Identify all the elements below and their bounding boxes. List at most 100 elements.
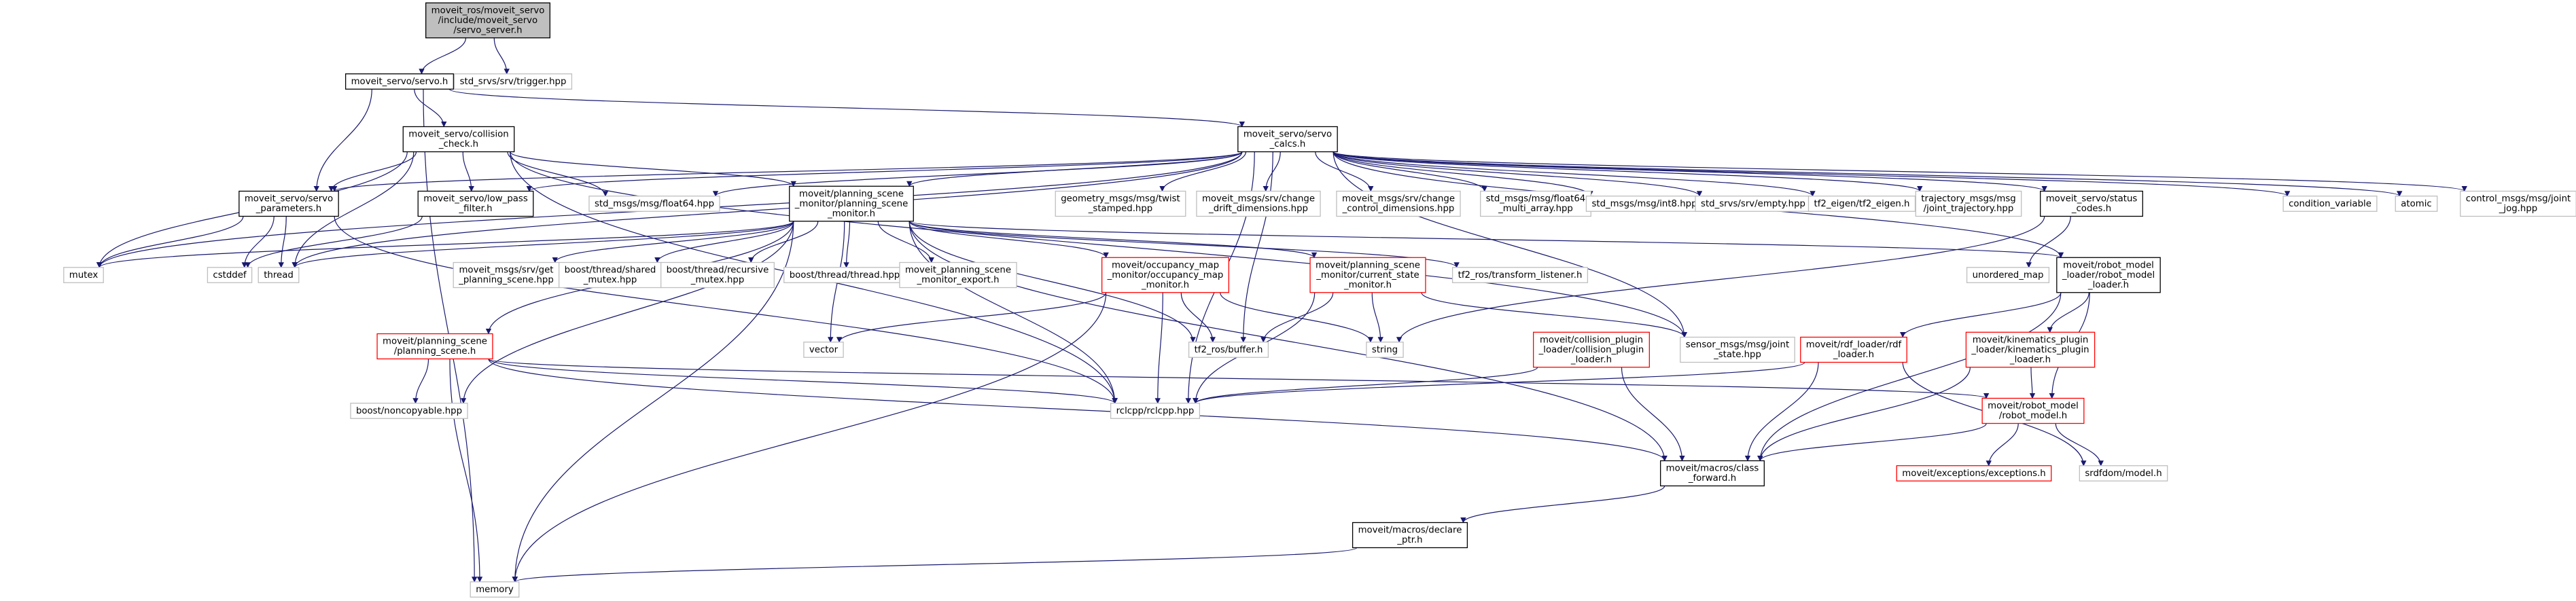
edge-collision-to-thread xyxy=(292,151,414,268)
edge-calcs-to-condvar xyxy=(1333,151,2290,197)
node-box xyxy=(899,261,1017,289)
edge-robotmodel-to-exceptions xyxy=(1986,423,2019,467)
node-label: _monitor/current_state xyxy=(1316,270,1419,280)
node-label: _monitor/planning_scene xyxy=(794,199,908,209)
node-rclcpp: rclcpp/rclcpp.hpp xyxy=(1110,403,1201,419)
node-box xyxy=(425,2,550,39)
node-label: _loader/robot_model xyxy=(2062,270,2155,280)
edges-layer xyxy=(96,37,2467,583)
edge-psm-to-bthread xyxy=(843,221,851,268)
node-box xyxy=(63,267,104,283)
edge-psm-to-tf2buffer xyxy=(908,221,1196,343)
edge-rmloader-to-classfwd xyxy=(1757,292,2062,462)
node-recmutex: boost/thread/recursive_mutex.hpp xyxy=(660,261,775,289)
node-label: _monitor/occupancy_map xyxy=(1107,270,1224,280)
node-mutex: mutex xyxy=(63,267,104,283)
node-label: moveit_servo/servo xyxy=(245,194,333,204)
node-label: srdfdom/model.h xyxy=(2085,469,2162,479)
edge-calcs-to-empty xyxy=(1333,151,1703,197)
node-label: _check.h xyxy=(438,139,478,149)
node-root[interactable]: moveit_ros/moveit_servo/include/moveit_s… xyxy=(425,2,550,39)
node-kinplugin[interactable]: moveit/kinematics_plugin_loader/kinemati… xyxy=(1965,331,2096,368)
edge-params-to-rclcpp xyxy=(334,216,1118,404)
node-label: _jog.hpp xyxy=(2499,204,2537,214)
edge-collision-to-params xyxy=(328,151,417,192)
edge-calcs-to-jointjog xyxy=(1333,151,2467,192)
node-memory: memory xyxy=(470,581,520,598)
node-box xyxy=(1366,342,1404,358)
node-box xyxy=(1981,397,2085,424)
edge-collision-to-float64 xyxy=(507,151,609,197)
node-box xyxy=(1309,257,1426,293)
edge-params-to-thread xyxy=(278,216,287,268)
node-box xyxy=(207,267,253,283)
node-status[interactable]: moveit_servo/status_codes.h xyxy=(2040,190,2143,217)
node-label: _ptr.h xyxy=(1396,535,1422,545)
node-box xyxy=(1660,460,1765,487)
node-label: moveit_msgs/srv/change xyxy=(1342,194,1455,204)
node-rmloader[interactable]: moveit/robot_model_loader/robot_model_lo… xyxy=(2056,257,2161,293)
node-box xyxy=(1110,403,1201,419)
node-box xyxy=(803,342,844,358)
node-colplugin[interactable]: moveit/collision_plugin_loader/collision… xyxy=(1533,331,1650,368)
node-label: _planning_scene.hpp xyxy=(458,275,554,285)
node-label: boost/thread/recursive xyxy=(667,266,769,276)
node-label: sensor_msgs/msg/joint xyxy=(1686,340,1789,350)
node-label: _monitor_export.h xyxy=(916,275,999,285)
node-label: mutex xyxy=(69,270,99,280)
node-label: boost/thread/thread.hpp xyxy=(790,270,900,280)
node-ps[interactable]: moveit/planning_scene/planning_scene.h xyxy=(376,333,493,360)
node-label: _drift_dimensions.hpp xyxy=(1208,204,1308,214)
node-collision[interactable]: moveit_servo/collision_check.h xyxy=(402,126,515,153)
edge-psm-to-recmutex xyxy=(748,221,819,263)
node-trigger: std_srvs/srv/trigger.hpp xyxy=(453,73,573,90)
node-label: _forward.h xyxy=(1688,473,1736,484)
node-label: control_msgs/msg/joint xyxy=(2466,194,2571,204)
node-label: /planning_scene.h xyxy=(394,346,476,357)
node-label: _loader.h xyxy=(2009,354,2051,365)
node-int8: std_msgs/msg/int8.hpp xyxy=(1585,196,1704,212)
node-tf2eigen: tf2_eigen/tf2_eigen.h xyxy=(1807,196,1916,212)
node-label: _codes.h xyxy=(2071,204,2111,214)
node-classfwd[interactable]: moveit/macros/class_forward.h xyxy=(1660,460,1765,487)
node-rdfloader[interactable]: moveit/rdf_loader/rdf_loader.h xyxy=(1800,336,1907,363)
node-box xyxy=(258,267,300,283)
node-label: moveit/macros/declare xyxy=(1358,526,1462,536)
node-label: std_srvs/srv/trigger.hpp xyxy=(460,77,567,87)
node-label: std_msgs/msg/float64.hpp xyxy=(595,199,714,209)
node-label: boost/thread/shared xyxy=(565,266,656,276)
edge-psm-to-memory xyxy=(512,221,794,583)
edge-psm-to-getps xyxy=(552,221,794,263)
edge-rdfloader-to-classfwd xyxy=(1744,362,1819,462)
node-occmap[interactable]: moveit/occupancy_map_monitor/occupancy_m… xyxy=(1101,257,1230,293)
edge-root-to-servo xyxy=(419,37,467,75)
node-label: tf2_eigen/tf2_eigen.h xyxy=(1814,199,1910,209)
node-psm[interactable]: moveit/planning_scene_monitor/planning_s… xyxy=(789,185,914,222)
node-srdfdom: srdfdom/model.h xyxy=(2079,465,2168,481)
node-box xyxy=(1055,190,1186,217)
node-calcs[interactable]: moveit_servo/servo_calcs.h xyxy=(1237,126,1338,153)
node-cstddef: cstddef xyxy=(207,267,253,283)
node-label: cstddef xyxy=(213,270,247,280)
node-twist: geometry_msgs/msg/twist_stamped.hpp xyxy=(1055,190,1186,217)
node-empty: std_srvs/srv/empty.hpp xyxy=(1695,196,1812,212)
node-params[interactable]: moveit_servo/servo_parameters.h xyxy=(239,190,339,217)
node-robotmodel[interactable]: moveit/robot_model/robot_model.h xyxy=(1981,397,2085,424)
node-label: string xyxy=(1372,345,1398,355)
edge-rmloader-to-kinplugin xyxy=(2047,292,2089,333)
node-exceptions[interactable]: moveit/exceptions/exceptions.h xyxy=(1896,465,2052,481)
node-box xyxy=(2040,190,2143,217)
node-box xyxy=(453,73,573,90)
edge-psm-to-psmexport xyxy=(877,221,934,263)
node-csm[interactable]: moveit/planning_scene_monitor/current_st… xyxy=(1309,257,1426,293)
node-string: string xyxy=(1366,342,1404,358)
node-label: moveit/macros/class xyxy=(1666,464,1759,474)
edge-calcs-to-jointstate xyxy=(1333,151,1687,338)
edge-ps-to-memory xyxy=(449,359,483,583)
node-servo[interactable]: moveit_servo/servo.h xyxy=(345,73,455,90)
node-label: geometry_msgs/msg/twist xyxy=(1061,194,1180,204)
node-lowpass[interactable]: moveit_servo/low_pass_filter.h xyxy=(417,190,534,217)
node-declareptr[interactable]: moveit/macros/declare_ptr.h xyxy=(1352,522,1468,549)
node-label: atomic xyxy=(2401,199,2431,209)
node-box xyxy=(453,261,560,289)
